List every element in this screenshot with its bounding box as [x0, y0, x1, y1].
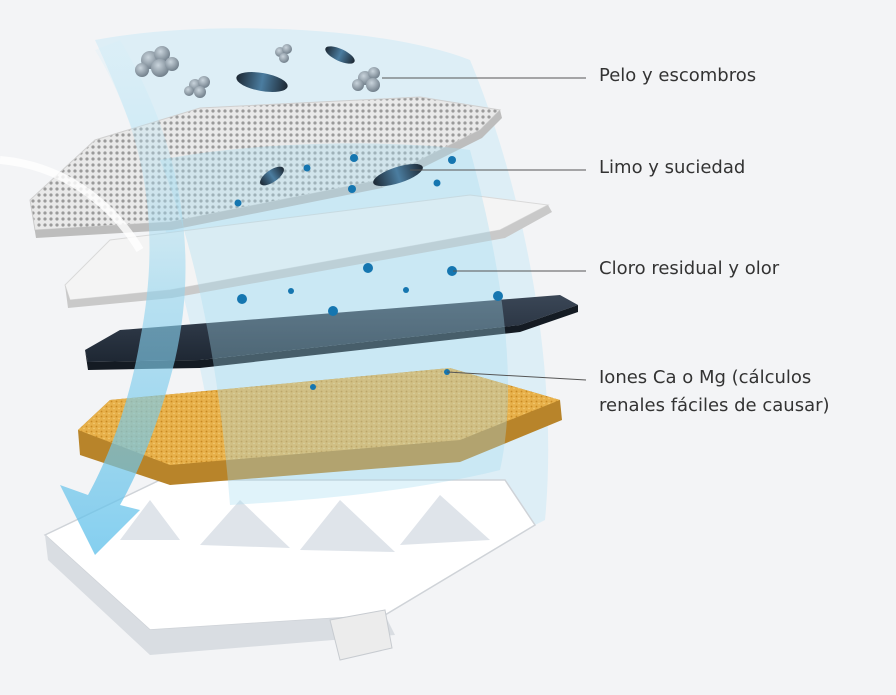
label-ions-line1: Iones Ca o Mg (cálculos: [599, 367, 812, 388]
leader-line-ions: [446, 371, 587, 381]
bacteria: [373, 163, 423, 187]
bacteria: [236, 72, 288, 92]
label-slime-dirt: Limo y suciedad: [599, 157, 746, 178]
leader-lines: [382, 77, 587, 381]
debris-cluster: [352, 67, 380, 92]
label-chlorine-odor: Cloro residual y olor: [599, 258, 780, 279]
bacteria: [260, 166, 284, 186]
debris-cluster: [184, 76, 210, 98]
bacteria: [325, 46, 355, 64]
water-flow-arrow: [0, 40, 186, 555]
label-hair-debris: Pelo y escombros: [599, 65, 757, 86]
debris-cluster: [275, 44, 292, 63]
debris-particles: [135, 44, 423, 187]
carbon-layer: [85, 295, 578, 370]
debris-cluster: [135, 46, 179, 77]
resin-layer: [78, 368, 562, 485]
filter-tray: [43, 479, 537, 661]
label-ions-line2: renales fáciles de causar): [599, 395, 830, 416]
blue-particles: [234, 154, 503, 390]
water-band: [160, 143, 509, 505]
